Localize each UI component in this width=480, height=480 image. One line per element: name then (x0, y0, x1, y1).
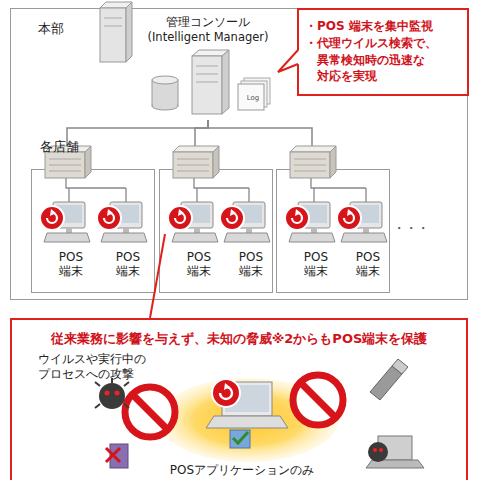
pos-terminal: POS 端末 (94, 198, 149, 290)
laptop-base (366, 460, 424, 468)
log-icon (238, 78, 270, 110)
leader-connector (150, 234, 165, 318)
virus-body (99, 383, 125, 409)
pos-terminal: POS 端末 (282, 198, 337, 290)
usb-icon (370, 359, 408, 400)
protection-glow (158, 378, 338, 462)
pos-terminal-icon (97, 202, 147, 242)
application-icon (230, 430, 250, 448)
virus-spikes (95, 378, 129, 408)
area-label: 各店舗 (40, 138, 100, 156)
network-line (195, 120, 208, 169)
pos-display (225, 385, 269, 412)
pos-terminal-icon (220, 202, 270, 242)
block-bar (301, 383, 335, 417)
node-text: POS 端末 (234, 250, 268, 279)
database-top (152, 76, 178, 84)
usb-plug (392, 359, 408, 374)
feature-panel: 従来業務に影響を与えず、未知の脅威※2からもPOS端末を保護 (10, 318, 468, 480)
hq-server (100, 2, 132, 62)
database-icon (152, 76, 178, 110)
node-text: ・代理ウイルス検索で、 異常検知時の迅速な 対応を実現 (305, 35, 461, 85)
store-server (290, 146, 336, 178)
store-wire (194, 178, 249, 202)
infected-file-icon (106, 444, 128, 468)
console-server-icon (192, 50, 229, 114)
node-text: POS 端末 (182, 250, 216, 279)
protected-pos (206, 379, 288, 448)
store-wire (311, 178, 366, 202)
virus-icon (95, 378, 129, 409)
pos-terminal: POS 端末 (217, 198, 272, 290)
database-body (152, 80, 178, 106)
virus-eye (105, 391, 110, 396)
store-box: POS 端末 POS 端末 (31, 169, 155, 293)
server-slot (104, 18, 122, 19)
virus-eye (379, 448, 383, 452)
check-mark (233, 432, 248, 443)
pos-terminal-icon (337, 202, 387, 242)
virus-eye (373, 448, 377, 452)
server-side (126, 2, 132, 62)
callout-pointer-fill (278, 50, 299, 72)
server-front (100, 8, 126, 62)
network-line (208, 120, 312, 169)
pos-terminal-icon (285, 202, 335, 242)
log-sheet (238, 84, 264, 110)
more-indicator: ・・・ (392, 220, 432, 238)
log-label: Log (241, 94, 265, 102)
database-fill (153, 96, 177, 105)
pos-terminal-icon (40, 202, 90, 242)
pos-terminal: POS 端末 (165, 198, 220, 290)
pos-base (206, 416, 288, 428)
shield-glyph (224, 383, 230, 390)
node-text: 管理コンソール (Intelligent Manager) (133, 15, 283, 45)
file-body (110, 444, 128, 468)
console-group: 管理コンソール (Intelligent Manager) (133, 15, 283, 120)
store-wire (66, 178, 126, 202)
virus-eye (115, 391, 120, 396)
callout-box: ・POS 端末を集中監視・代理ウイルス検索で、 異常検知時の迅速な 対応を実現 (297, 8, 469, 96)
pos-terminal: POS 端末 (334, 198, 389, 290)
threat-label: ウイルスや実行中の プロセスへの攻撃 (38, 352, 154, 382)
node-text: POS 端末 (299, 250, 333, 279)
store-box: POS 端末 POS 端末 (276, 169, 390, 293)
block-ring (293, 375, 343, 425)
block-symbol (293, 375, 343, 425)
network-line (67, 120, 208, 169)
application-label: POSアプリケーションのみ (162, 462, 322, 479)
store-server (173, 146, 219, 178)
laptop-screen (378, 436, 412, 460)
server-slot (196, 66, 218, 67)
log-sheet (241, 81, 267, 107)
node-text: POS 端末 (351, 250, 385, 279)
pos-terminal: POS 端末 (37, 198, 92, 290)
node-text: ・POS 端末を集中監視 (305, 18, 461, 35)
database-bottom (152, 102, 178, 110)
node-text: POS 端末 (111, 250, 145, 279)
virus-body (368, 442, 388, 462)
usb-body (370, 366, 402, 400)
node-text: POS 端末 (54, 250, 88, 279)
area-label: 本部 (38, 20, 78, 38)
block-ring (125, 387, 175, 437)
shield-badge (212, 379, 240, 407)
callout-pointer (278, 50, 298, 72)
block-bar (133, 395, 167, 429)
server-side (222, 50, 229, 114)
pos-screen (222, 382, 272, 416)
pos-terminal-icon (168, 202, 218, 242)
server-slot (196, 82, 218, 83)
server-slot (104, 26, 122, 27)
node-text: 従来業務に影響を与えず、未知の脅威※2からもPOS端末を保護 (12, 330, 466, 348)
attacker-laptop-icon (366, 436, 424, 468)
shield-glyph (220, 387, 232, 399)
block-symbol (125, 387, 175, 437)
server-front (192, 56, 222, 114)
file-x (106, 448, 120, 462)
server-slot (196, 74, 218, 75)
store-box: POS 端末 POS 端末 (159, 169, 273, 293)
server-top (192, 50, 229, 56)
